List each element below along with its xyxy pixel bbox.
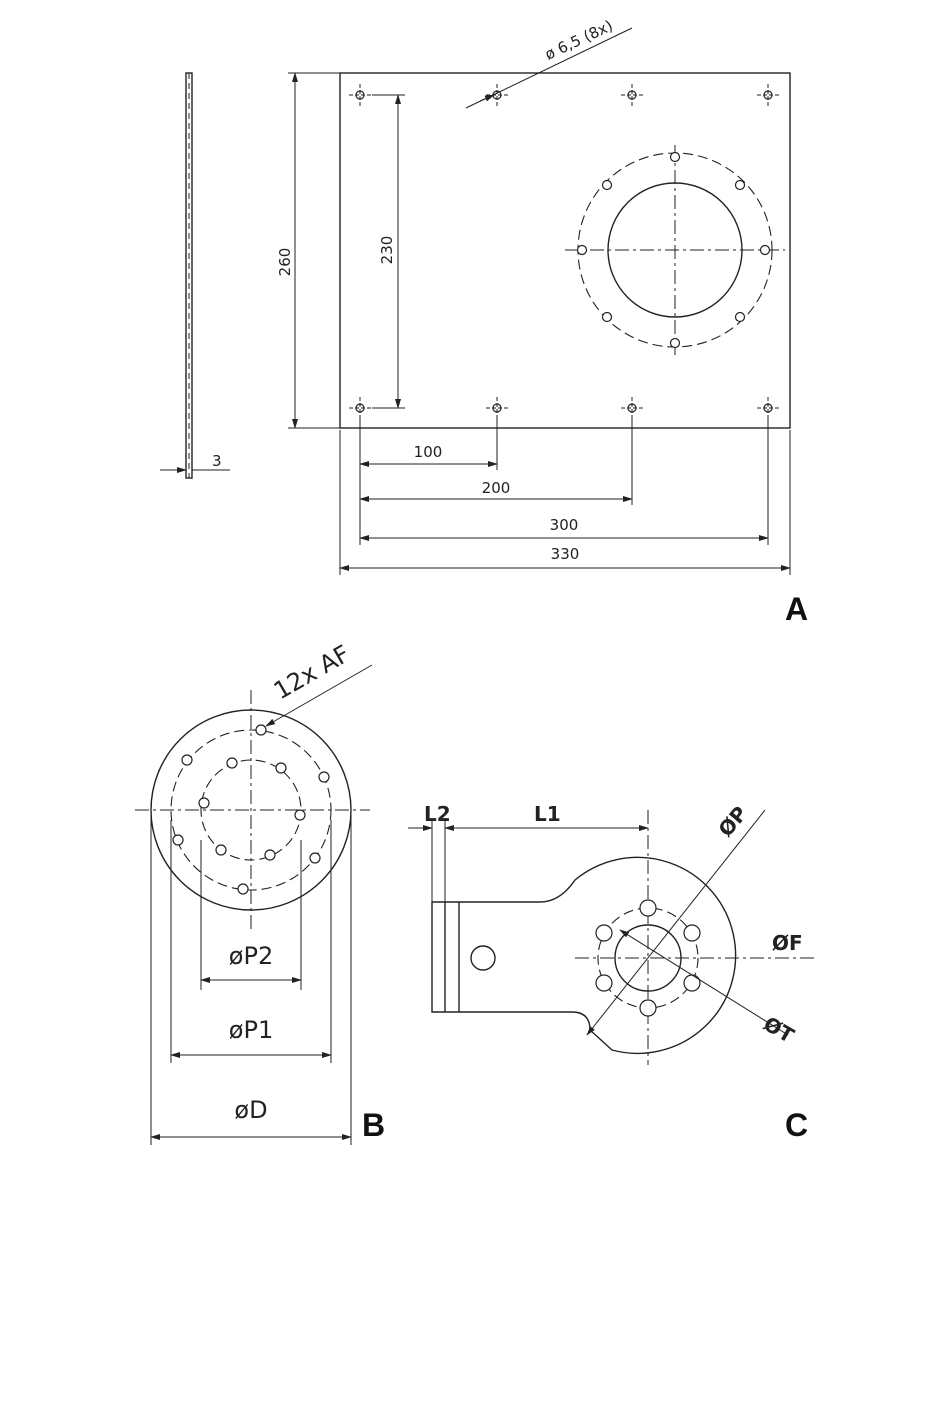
plate-holes <box>349 84 779 419</box>
pin-hole <box>471 946 495 970</box>
panel-label-c: C <box>785 1107 808 1143</box>
dim-d: øD <box>234 1096 267 1124</box>
thickness-dim: 3 <box>212 452 222 470</box>
dim-330: 330 <box>551 545 580 563</box>
view-a: 3 ø 6,5 (8x) <box>160 17 808 627</box>
hole-callout-label: ø 6,5 (8x) <box>542 17 615 64</box>
flange-cutout <box>565 145 785 355</box>
svg-text:230: 230 <box>378 236 396 265</box>
svg-text:260: 260 <box>276 248 294 277</box>
dim-f: ØF <box>772 931 803 955</box>
dim-260: 260 <box>276 73 340 428</box>
dim-l1: L1 <box>534 802 561 826</box>
view-b: 12x AF øP2 øP1 øD B <box>135 640 385 1145</box>
dim-200: 200 <box>482 479 511 497</box>
panel-label-a: A <box>785 591 808 627</box>
dim-l2: L2 <box>424 802 451 826</box>
hole-callout-af: 12x AF <box>269 640 355 706</box>
view-c: L2 L1 ØP ØF ØT C <box>408 802 815 1143</box>
side-profile: 3 <box>160 73 230 478</box>
dim-p-line <box>587 810 765 1035</box>
arm-outline <box>432 857 736 1053</box>
dim-p2: øP2 <box>229 942 273 970</box>
dim-t: ØT <box>760 1012 799 1048</box>
panel-label-b: B <box>362 1107 385 1143</box>
dim-horizontal: 100 200 300 330 <box>340 418 790 575</box>
dim-p1: øP1 <box>229 1016 273 1044</box>
dim-300: 300 <box>550 516 579 534</box>
dim-t-line <box>620 930 788 1035</box>
dim-100: 100 <box>414 443 443 461</box>
dim-230: 230 <box>372 95 405 408</box>
dim-p: ØP <box>713 802 752 842</box>
